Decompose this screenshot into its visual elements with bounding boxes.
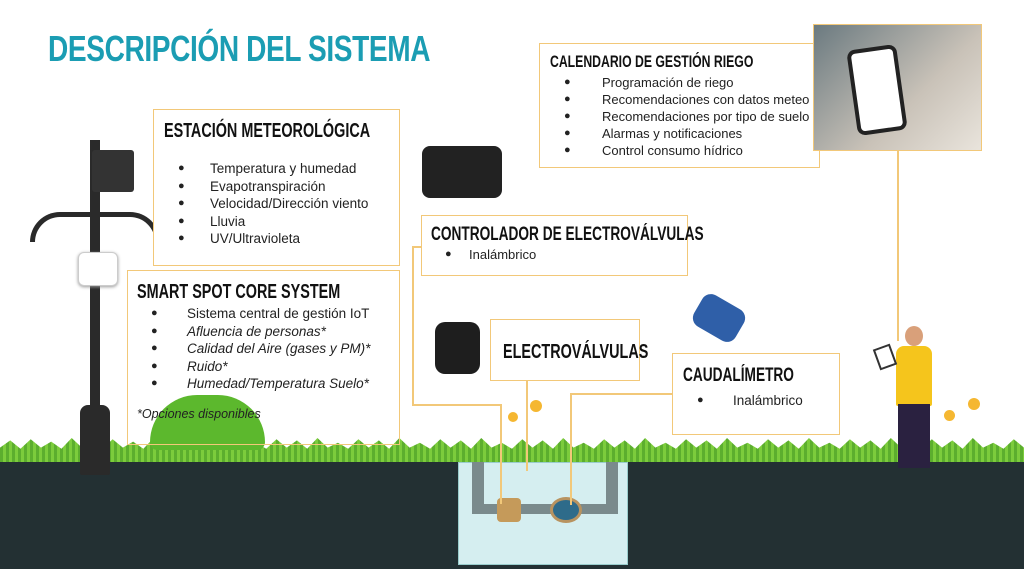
lamp-post-icon [90,140,100,460]
connector-line [570,393,672,395]
bush-icon [150,395,265,450]
list-item: Ruido* [137,358,399,376]
connector-line [412,246,414,404]
page-title: DESCRIPCIÓN DEL SISTEMA [48,28,431,69]
connector-line [412,404,500,406]
pipe [472,504,618,514]
list-item: Humedad/Temperatura Suelo* [137,375,399,393]
connector-line [412,246,422,248]
smart-spot-heading: SMART SPOT CORE SYSTEM [137,281,341,303]
flow-meter-box: CAUDALÍMETRO Inalámbrico [672,353,840,435]
list-item: Inalámbrico [431,246,687,264]
flower-icon [968,398,980,410]
person-icon [896,346,932,406]
list-item: Recomendaciones por tipo de suelo [550,108,819,125]
list-item: Lluvia [164,213,399,231]
list-item: Evapotranspiración [164,178,399,196]
list-item: UV/Ultravioleta [164,230,399,248]
lamp-base [80,405,110,475]
list-item: Sistema central de gestión IoT [137,305,399,323]
flower-icon [508,412,518,422]
smart-spot-device-icon [78,252,118,286]
list-item: Programación de riego [550,74,819,91]
list-item: Calidad del Aire (gases y PM)* [137,340,399,358]
connector-line [526,381,528,471]
phone-photo [813,24,982,151]
connector-line [897,151,899,341]
flower-icon [944,410,955,421]
list-item: Inalámbrico [683,392,839,410]
weather-station-icon [92,150,134,192]
person-legs [898,404,930,468]
person-head [905,326,923,346]
weather-station-box: ESTACIÓN METEOROLÓGICA Temperatura y hum… [153,109,400,266]
controller-device-icon [422,146,502,198]
list-item: Control consumo hídrico [550,142,819,159]
valve-controller-box: CONTROLADOR DE ELECTROVÁLVULAS Inalámbri… [421,215,704,276]
tablet-icon [872,343,898,371]
water-meter-icon [689,290,749,346]
options-note: *Opciones disponibles [137,406,261,421]
list-item: Afluencia de personas* [137,323,399,341]
calendar-heading: CALENDARIO DE GESTIÓN RIEGO [550,52,754,71]
irrigation-calendar-box: CALENDARIO DE GESTIÓN RIEGO Programación… [539,43,820,168]
connector-line [570,393,572,505]
lamp-arm [30,212,160,242]
pipe [606,462,618,512]
controller-heading: CONTROLADOR DE ELECTROVÁLVULAS [431,224,704,245]
connector-line [500,404,502,504]
flow-meter-icon [550,497,582,523]
flower-icon [530,400,542,412]
list-item: Velocidad/Dirección viento [164,195,399,213]
list-item: Recomendaciones con datos meteo [550,91,819,108]
valves-heading: ELECTROVÁLVULAS [503,341,649,363]
smart-spot-box: SMART SPOT CORE SYSTEM Sistema central d… [127,270,400,445]
solenoid-valve-icon [435,322,480,374]
flow-meter-heading: CAUDALÍMETRO [683,365,794,386]
solenoid-valves-box: ELECTROVÁLVULAS [490,319,649,381]
list-item: Alarmas y notificaciones [550,125,819,142]
pipe [472,462,484,512]
smartphone-icon [846,43,908,137]
weather-station-heading: ESTACIÓN METEOROLÓGICA [164,120,371,142]
list-item: Temperatura y humedad [164,160,399,178]
